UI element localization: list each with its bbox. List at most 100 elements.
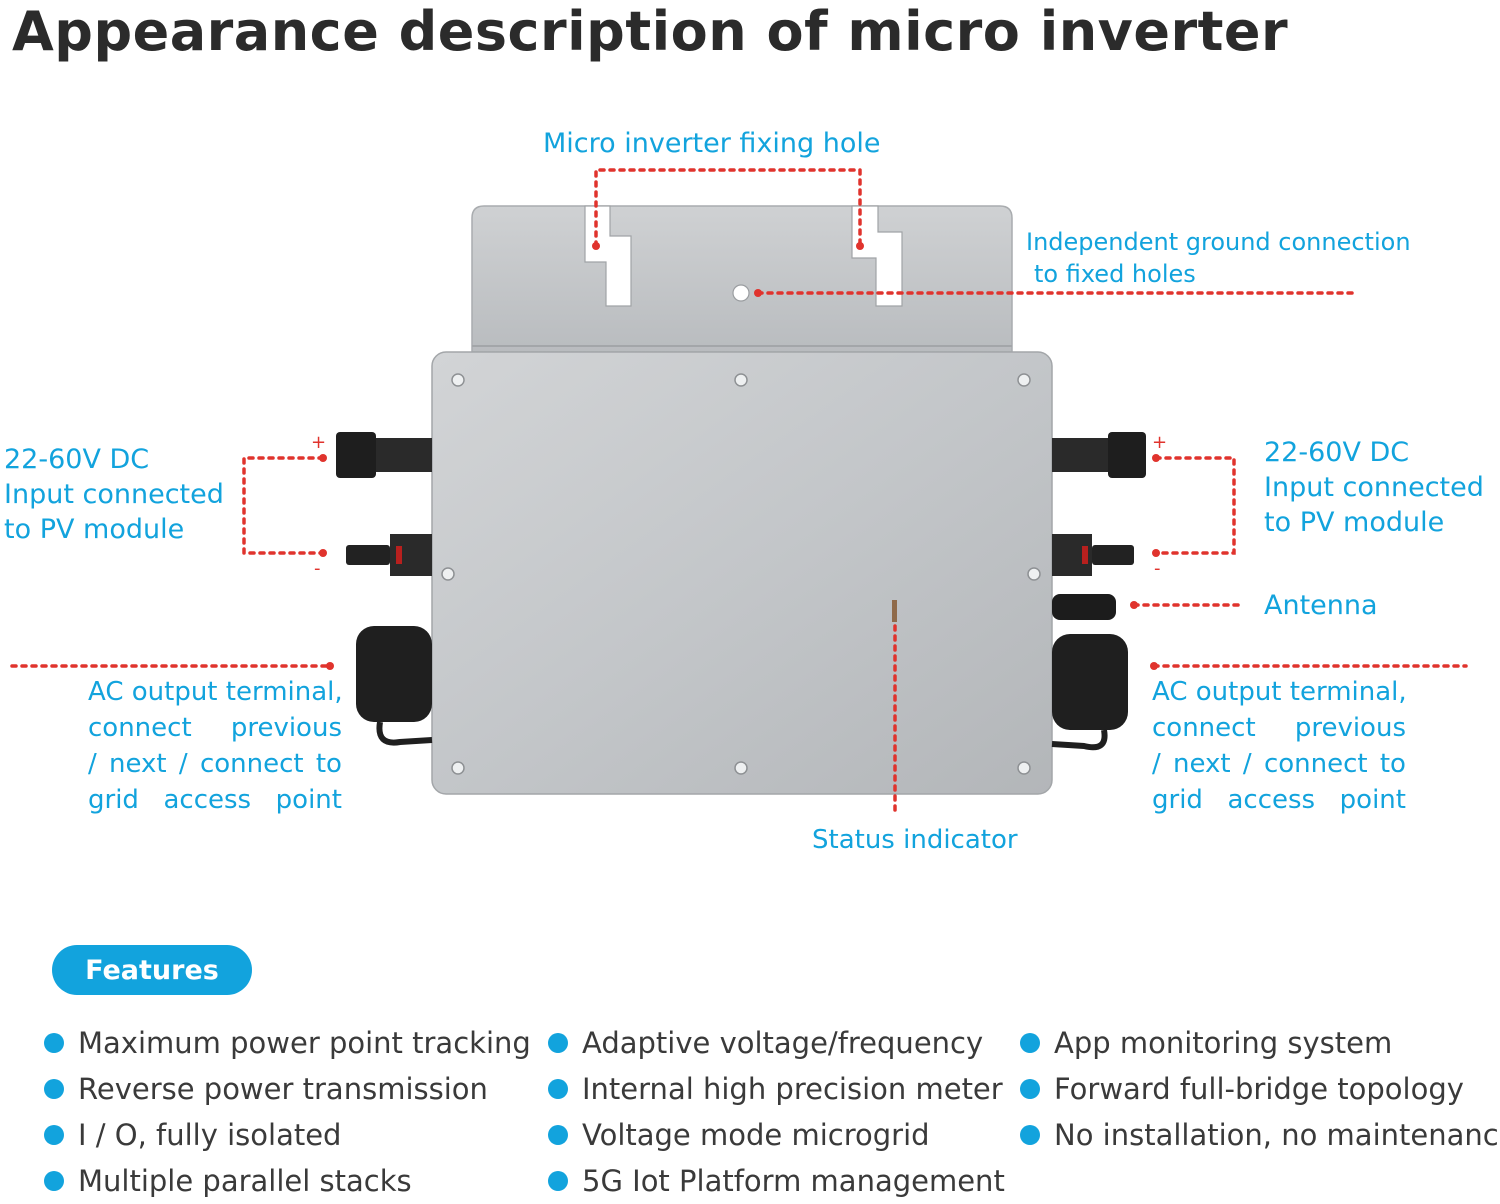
label-dc-input-right: 22-60V DC Input connected to PV module bbox=[1264, 435, 1484, 540]
bullet-icon bbox=[1020, 1125, 1040, 1145]
fixing-slot-right bbox=[851, 205, 903, 307]
label-ground-line-2: to fixed holes bbox=[1034, 260, 1196, 288]
dc-connector-left-plus bbox=[336, 432, 432, 478]
dc-connector-right-plus bbox=[1052, 432, 1146, 478]
ac-left-word: connect bbox=[199, 749, 304, 779]
ac-right-line-1: AC output terminal, bbox=[1152, 677, 1407, 707]
label-status-indicator: Status indicator bbox=[812, 825, 1018, 855]
antenna-icon bbox=[1052, 594, 1116, 620]
ac-right-word: connect bbox=[1152, 713, 1256, 743]
bullet-icon bbox=[548, 1125, 568, 1145]
ac-right-word: previous bbox=[1294, 713, 1406, 743]
feature-text: I / O, fully isolated bbox=[78, 1118, 342, 1152]
plus-mark-right: + bbox=[1152, 432, 1167, 453]
inverter-body bbox=[431, 351, 1053, 795]
bullet-icon bbox=[44, 1033, 64, 1053]
plus-mark-left: + bbox=[311, 432, 326, 453]
features-column-3: App monitoring system Forward full-bridg… bbox=[1020, 1020, 1500, 1158]
ac-left-word: next bbox=[109, 749, 167, 779]
feature-item: Internal high precision meter bbox=[548, 1066, 1005, 1112]
bullet-icon bbox=[548, 1033, 568, 1053]
dc-right-line-2: Input connected bbox=[1264, 472, 1484, 503]
feature-text: No installation, no maintenance bbox=[1054, 1118, 1500, 1152]
feature-item: 5G Iot Platform management bbox=[548, 1158, 1005, 1204]
dc-left-line-1: 22-60V DC bbox=[4, 444, 150, 475]
ac-right-word: access bbox=[1227, 785, 1316, 815]
feature-item: Multiple parallel stacks bbox=[44, 1158, 531, 1204]
bullet-icon bbox=[1020, 1033, 1040, 1053]
ac-right-word: point bbox=[1339, 785, 1406, 815]
ground-hole bbox=[732, 284, 750, 302]
feature-text: Voltage mode microgrid bbox=[582, 1118, 930, 1152]
ac-left-word: point bbox=[275, 785, 342, 815]
ac-right-word: to bbox=[1379, 749, 1406, 779]
ac-left-word: / bbox=[88, 749, 97, 779]
label-dc-input-left: 22-60V DC Input connected to PV module bbox=[4, 442, 224, 547]
ac-left-word: access bbox=[163, 785, 252, 815]
leader-lines bbox=[10, 168, 1468, 818]
feature-text: 5G Iot Platform management bbox=[582, 1164, 1005, 1198]
feature-item: Forward full-bridge topology bbox=[1020, 1066, 1500, 1112]
screw-icon bbox=[451, 373, 465, 387]
leader-endpoints bbox=[319, 242, 1160, 670]
screw-icon bbox=[734, 761, 748, 775]
bullet-icon bbox=[44, 1125, 64, 1145]
bullet-icon bbox=[548, 1171, 568, 1191]
page-title: Appearance description of micro inverter bbox=[12, 0, 1289, 63]
feature-item: I / O, fully isolated bbox=[44, 1112, 531, 1158]
label-antenna: Antenna bbox=[1264, 590, 1378, 621]
bullet-icon bbox=[1020, 1079, 1040, 1099]
ac-right-word: next bbox=[1173, 749, 1231, 779]
feature-item: Voltage mode microgrid bbox=[548, 1112, 1005, 1158]
ac-left-line-1: AC output terminal, bbox=[88, 677, 343, 707]
minus-mark-right: - bbox=[1154, 558, 1161, 579]
features-badge: Features bbox=[52, 945, 252, 995]
ac-right-word: grid bbox=[1152, 785, 1203, 815]
screw-icon bbox=[1017, 373, 1031, 387]
ac-right-word: / bbox=[1242, 749, 1252, 779]
feature-item: Maximum power point tracking bbox=[44, 1020, 531, 1066]
ac-terminal-left bbox=[356, 626, 433, 746]
feature-text: Maximum power point tracking bbox=[78, 1026, 531, 1060]
feature-text: Forward full-bridge topology bbox=[1054, 1072, 1464, 1106]
inverter-diagram: + - + - bbox=[10, 168, 1468, 818]
minus-mark-left: - bbox=[314, 558, 321, 579]
mounting-plate bbox=[471, 205, 1013, 353]
ac-left-word: / bbox=[178, 749, 188, 779]
feature-text: Internal high precision meter bbox=[582, 1072, 1003, 1106]
bullet-icon bbox=[44, 1079, 64, 1099]
dc-right-line-1: 22-60V DC bbox=[1264, 437, 1410, 468]
ac-left-word: previous bbox=[230, 713, 342, 743]
screw-icon bbox=[1027, 567, 1041, 581]
ac-terminal-right bbox=[1051, 634, 1128, 751]
label-fixing-hole: Micro inverter fixing hole bbox=[543, 128, 881, 159]
dc-left-line-3: to PV module bbox=[4, 514, 185, 545]
screw-icon bbox=[734, 373, 748, 387]
bullet-icon bbox=[548, 1079, 568, 1099]
features-column-2: Adaptive voltage/frequency Internal high… bbox=[548, 1020, 1005, 1204]
feature-text: Reverse power transmission bbox=[78, 1072, 488, 1106]
dc-right-line-3: to PV module bbox=[1264, 507, 1445, 538]
feature-item: No installation, no maintenance bbox=[1020, 1112, 1500, 1158]
dc-left-line-2: Input connected bbox=[4, 479, 224, 510]
ac-right-word: / bbox=[1152, 749, 1161, 779]
screw-icon bbox=[1017, 761, 1031, 775]
dc-connector-left-minus bbox=[346, 534, 432, 576]
feature-text: App monitoring system bbox=[1054, 1026, 1393, 1060]
features-column-1: Maximum power point tracking Reverse pow… bbox=[44, 1020, 531, 1204]
bullet-icon bbox=[44, 1171, 64, 1191]
dc-connector-right-minus bbox=[1052, 534, 1134, 576]
ac-left-word: connect bbox=[88, 713, 192, 743]
ac-left-word: grid bbox=[88, 785, 139, 815]
ac-left-word: to bbox=[315, 749, 342, 779]
feature-item: Reverse power transmission bbox=[44, 1066, 531, 1112]
label-ac-output-left: AC output terminal, connect previous / nex… bbox=[88, 674, 343, 818]
ac-right-word: connect bbox=[1263, 749, 1368, 779]
screw-icon bbox=[441, 567, 455, 581]
label-ac-output-right: AC output terminal, connect previous / nex… bbox=[1152, 674, 1407, 818]
feature-item: Adaptive voltage/frequency bbox=[548, 1020, 1005, 1066]
feature-item: App monitoring system bbox=[1020, 1020, 1500, 1066]
feature-text: Multiple parallel stacks bbox=[78, 1164, 412, 1198]
feature-text: Adaptive voltage/frequency bbox=[582, 1026, 984, 1060]
label-ground-connection: Independent ground connection to fixed h… bbox=[1026, 226, 1411, 290]
